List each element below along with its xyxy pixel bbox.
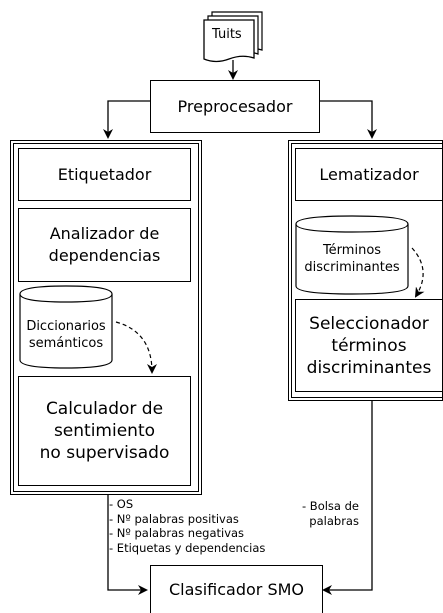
arrow-preprocesador-to-right [320, 100, 377, 139]
dependency-parser-box: Analizador de dependencias [18, 208, 191, 282]
sentiment-calculator-label: Calculador de sentimiento no supervisado [39, 399, 170, 463]
preprocessor-box: Preprocesador [150, 80, 320, 133]
arrow-right-to-classifier [322, 400, 373, 595]
classifier-label: Clasificador SMO [168, 579, 305, 599]
semantic-dictionaries-cylinder [19, 285, 113, 369]
feature-item: - Nº palabras negativas [109, 526, 245, 540]
arrow-preprocesador-to-left [103, 100, 150, 139]
right-features-note: - Bolsa de palabras [302, 499, 359, 528]
left-features-list: - OS - Nº palabras positivas - Nº palabr… [109, 497, 265, 555]
term-selector-box: Seleccionador términos discriminantes [295, 299, 443, 392]
lemmatizer-box: Lematizador [295, 148, 443, 201]
preprocessor-label: Preprocesador [177, 96, 293, 116]
sentiment-calculator-box: Calculador de sentimiento no supervisado [18, 376, 191, 486]
discriminant-terms-cylinder [295, 215, 409, 295]
feature-item: - Etiquetas y dependencias [109, 540, 266, 555]
arrow-left-to-classifier [107, 494, 148, 595]
left-module-inner-frame [13, 143, 199, 492]
tuits-label: Tuits [212, 27, 242, 42]
term-selector-label: Seleccionador términos discriminantes [306, 313, 432, 378]
tagger-label: Etiquetador [57, 164, 152, 184]
tagger-box: Etiquetador [18, 148, 191, 201]
feature-item: - OS [109, 497, 134, 511]
discriminant-terms-label: Términos discriminantes [304, 243, 400, 275]
semantic-dictionaries-label: Diccionarios semánticos [26, 319, 106, 351]
left-module-outer-frame [10, 140, 202, 495]
classifier-box: Clasificador SMO [150, 565, 323, 613]
dependency-parser-label: Analizador de dependencias [48, 224, 161, 265]
tuits-document-stack-icon [203, 11, 263, 63]
lemmatizer-label: Lematizador [319, 164, 419, 184]
arrow-dictionaries-to-calculator [115, 321, 157, 374]
feature-item: - Nº palabras positivas [109, 511, 239, 526]
